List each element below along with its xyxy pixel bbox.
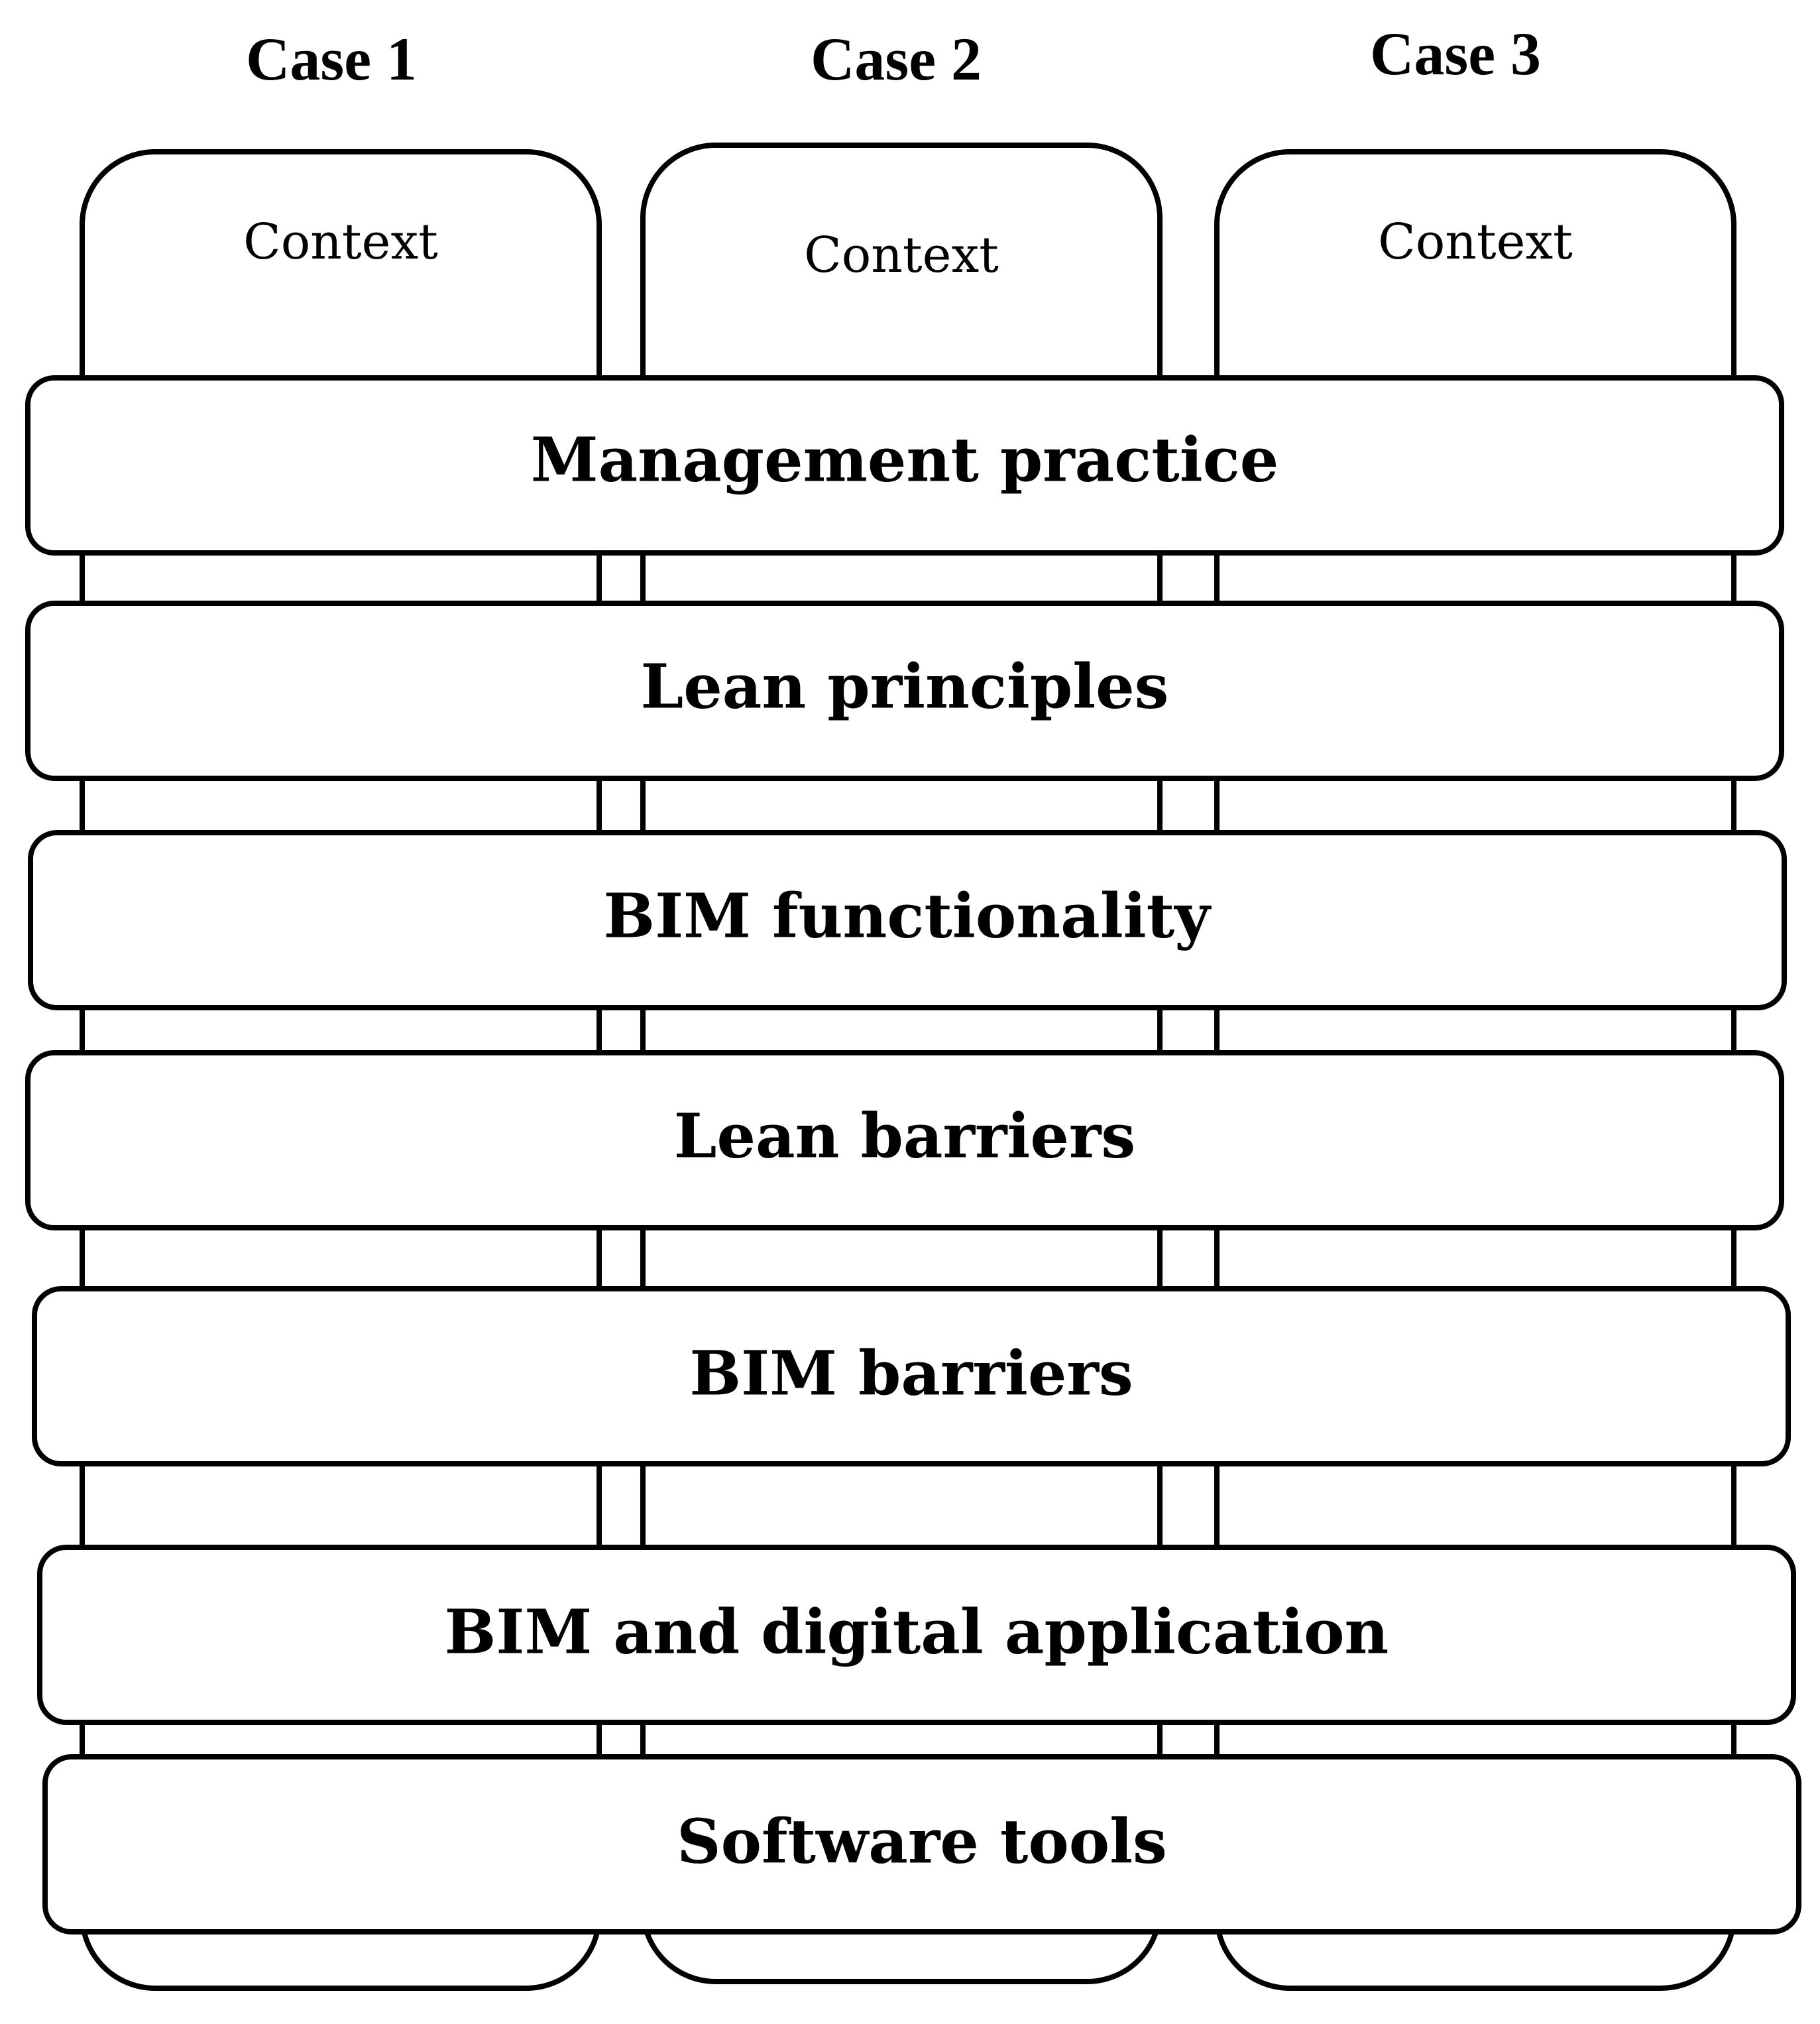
layer-label: BIM and digital application: [445, 1596, 1389, 1668]
case-3-title: Case 3: [1370, 20, 1541, 88]
layer-boxes: Management practice Lean principles BIM …: [25, 375, 1801, 1935]
layer-label: Lean principles: [641, 651, 1169, 723]
layer-box: [25, 601, 1784, 781]
layer-label: Lean barriers: [674, 1101, 1135, 1172]
layer-lean-barriers: Lean barriers: [25, 1050, 1784, 1230]
case-headings: Case 1 Case 2 Case 3: [246, 20, 1541, 93]
layer-label: BIM barriers: [689, 1338, 1133, 1409]
layer-label: Software tools: [677, 1806, 1167, 1877]
layer-label: BIM functionality: [603, 880, 1212, 952]
layer-box: [37, 1545, 1796, 1725]
layer-bim-functionality: BIM functionality: [28, 830, 1787, 1010]
case-2-title: Case 2: [811, 25, 982, 93]
context-labels: Context Context Context: [243, 213, 1573, 284]
layer-box: [25, 1050, 1784, 1230]
layer-box: [42, 1754, 1801, 1935]
case-3-context-label: Context: [1378, 213, 1573, 270]
case-1-title: Case 1: [246, 25, 417, 93]
case-2-context-label: Context: [804, 227, 999, 284]
layer-box: [25, 375, 1784, 556]
layer-label: Management practice: [531, 424, 1279, 496]
layer-bim-barriers: BIM barriers: [32, 1286, 1791, 1466]
case-1-context-label: Context: [243, 213, 438, 270]
layer-bim-and-digital-application: BIM and digital application: [37, 1545, 1796, 1725]
layer-software-tools: Software tools: [42, 1754, 1801, 1935]
layer-lean-principles: Lean principles: [25, 601, 1784, 781]
layer-management-practice: Management practice: [25, 375, 1784, 556]
layer-box: [32, 1286, 1791, 1466]
layer-box: [28, 830, 1787, 1010]
